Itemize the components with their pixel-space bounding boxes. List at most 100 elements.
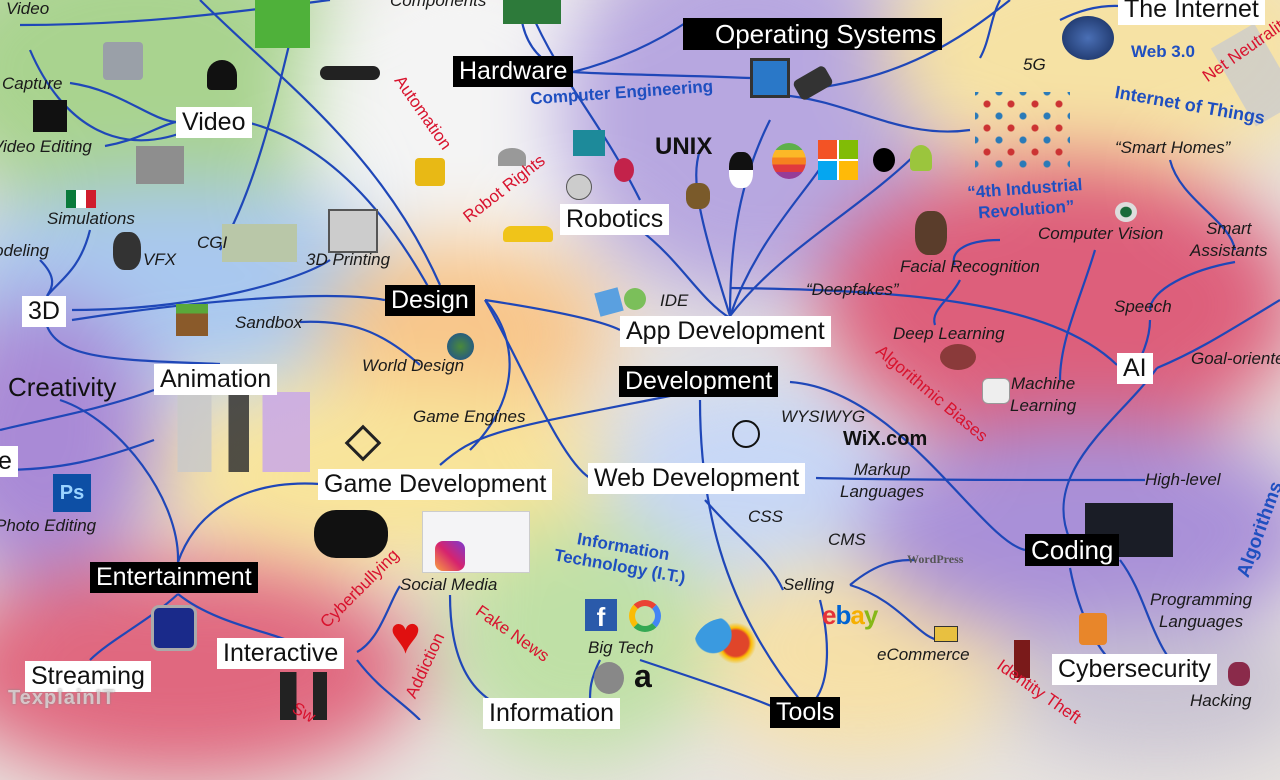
node-robotics[interactable]: Robotics xyxy=(560,204,670,235)
item-video-editing: Video Editing xyxy=(0,137,92,156)
item-components: Components xyxy=(390,0,487,10)
line: Learning xyxy=(1010,396,1077,416)
item-hacking: Hacking xyxy=(1190,691,1252,710)
node-entertainment[interactable]: Entertainment xyxy=(90,562,258,593)
item-simulations: Simulations xyxy=(47,209,135,228)
node-hardware[interactable]: Hardware xyxy=(453,56,574,87)
taxi-icon xyxy=(503,226,553,242)
label-web-3: Web 3.0 xyxy=(1131,42,1195,61)
earth-globe-icon xyxy=(447,333,474,360)
robot-icon xyxy=(498,148,526,166)
line: Smart xyxy=(1206,219,1252,238)
node-web-development[interactable]: Web Development xyxy=(588,463,806,494)
android-icon xyxy=(910,145,932,171)
node-3d[interactable]: 3D xyxy=(22,296,66,327)
node-information[interactable]: Information xyxy=(483,698,621,729)
animation-characters-image xyxy=(140,392,310,472)
item-unix: UNIX xyxy=(655,133,713,160)
credit-card-icon xyxy=(934,626,958,642)
ebay-logo: ebay xyxy=(822,600,878,630)
node-tools[interactable]: Tools xyxy=(770,697,841,728)
item-game-engines: Game Engines xyxy=(413,407,526,426)
node-coding[interactable]: Coding xyxy=(1025,534,1120,566)
node-app-development[interactable]: App Development xyxy=(620,316,831,347)
node-partial-left[interactable]: e xyxy=(0,446,18,477)
apple-grey-icon xyxy=(594,662,624,694)
item-cms: CMS xyxy=(828,530,866,549)
gnu-icon xyxy=(686,183,710,209)
arduino-icon xyxy=(573,130,605,156)
node-streaming[interactable]: Streaming xyxy=(25,661,151,692)
photoshop-icon: Ps xyxy=(53,474,91,512)
dice-icon xyxy=(982,378,1010,404)
camcorder-icon xyxy=(103,42,143,80)
node-cybersecurity[interactable]: Cybersecurity xyxy=(1052,654,1217,685)
face-photo-image xyxy=(915,211,947,255)
amazon-icon: a xyxy=(634,658,652,694)
mexico-flag-icon xyxy=(66,190,96,208)
item-wysiwyg: WYSIWYG xyxy=(781,407,866,426)
item-big-tech: Big Tech xyxy=(588,638,654,657)
minecraft-block-icon xyxy=(176,304,208,336)
browsers-icon xyxy=(694,618,758,674)
linux-tux-icon xyxy=(729,152,753,188)
cgi-scene-image xyxy=(222,224,297,262)
3d-printer-icon xyxy=(328,209,378,253)
node-operating-systems[interactable]: Operating Systems xyxy=(683,18,943,50)
item-video: Video xyxy=(6,0,50,18)
node-the-internet[interactable]: The Internet xyxy=(1118,0,1265,25)
eye-icon xyxy=(1115,202,1137,222)
circuit-board-image xyxy=(503,0,561,24)
line: Assistants xyxy=(1190,241,1268,261)
person-photo-image xyxy=(136,146,184,184)
excavator-icon xyxy=(415,158,445,186)
item-3d-printing: 3D Printing xyxy=(306,250,391,269)
www-globe-icon xyxy=(1062,16,1114,60)
node-creativity[interactable]: Creativity xyxy=(8,372,117,402)
apple-icon xyxy=(873,148,895,172)
item-facial-recognition: Facial Recognition xyxy=(900,257,1040,276)
node-interactive[interactable]: Interactive xyxy=(217,638,345,669)
clapperboard-icon xyxy=(33,100,67,132)
green-screen-camera-image xyxy=(255,0,310,48)
item-ecommerce: eCommerce xyxy=(877,645,970,664)
game-controller-icon xyxy=(314,510,388,558)
hacker-icon xyxy=(1228,662,1250,686)
item-deep-learning: Deep Learning xyxy=(893,324,1005,343)
line: Machine xyxy=(1010,374,1076,393)
item-css: CSS xyxy=(748,507,783,526)
computer-icon xyxy=(750,58,790,98)
node-design[interactable]: Design xyxy=(385,285,475,316)
android-studio-icon xyxy=(624,288,646,310)
node-video[interactable]: Video xyxy=(176,107,252,138)
item-goal-oriented: Goal-oriented xyxy=(1191,349,1280,368)
item-vfx: VFX xyxy=(143,250,177,269)
iot-devices-icons xyxy=(975,92,1070,168)
item-selling: Selling xyxy=(783,575,835,594)
item-cgi: CGI xyxy=(197,233,228,252)
soldiers-image xyxy=(280,672,335,720)
globe-cursor-icon xyxy=(732,420,760,448)
businessman-icon xyxy=(1014,640,1030,678)
node-game-development[interactable]: Game Development xyxy=(318,469,553,500)
elephant-icon xyxy=(113,232,141,270)
heart-icon: ♥ xyxy=(390,607,421,665)
wix-logo: WiX.com xyxy=(843,428,928,450)
item-world-design: World Design xyxy=(362,356,465,375)
item-ide: IDE xyxy=(660,291,689,310)
play-button-icon xyxy=(151,605,197,651)
instagram-icon xyxy=(435,541,465,571)
node-development[interactable]: Development xyxy=(619,366,779,397)
node-animation[interactable]: Animation xyxy=(154,364,278,395)
item-sandbox: Sandbox xyxy=(235,313,303,332)
item-computer-vision: Computer Vision xyxy=(1038,224,1164,243)
windows-icon xyxy=(818,140,858,180)
node-ai[interactable]: AI xyxy=(1117,353,1153,384)
line: Markup xyxy=(853,460,911,479)
watermark-logo: TexplainIT xyxy=(8,687,116,709)
item-deepfakes: “Deepfakes” xyxy=(806,280,899,299)
